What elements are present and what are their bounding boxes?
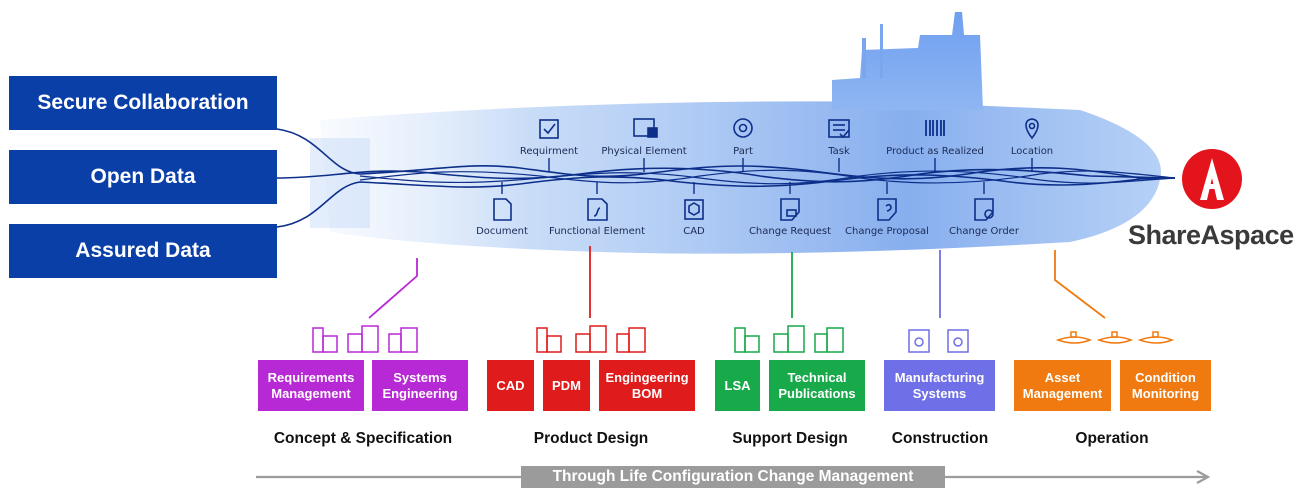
box-systems-engineering: Systems Engineering [372, 360, 468, 411]
hull-item-requirement: Requirment [519, 146, 579, 157]
stage-title-concept: Concept & Specification [273, 430, 453, 447]
function-document-icon [587, 198, 608, 221]
gear-icon [733, 118, 753, 138]
submarine-mast [880, 24, 883, 78]
change-proposal-icon [877, 198, 897, 221]
data-threads [276, 128, 1176, 228]
box-manufacturing-systems: Manufacturing Systems [884, 360, 995, 411]
stage-title-construction: Construction [891, 430, 989, 447]
cad-cube-icon [684, 199, 704, 220]
submarine-icon [1055, 331, 1175, 344]
hull-item-functional-element: Functional Element [548, 226, 646, 237]
box-condition-monitoring: Condition Monitoring [1120, 360, 1211, 411]
submarine-stern [310, 138, 370, 228]
physical-element-icon [633, 118, 658, 138]
checklist-icon [828, 119, 850, 139]
box-technical-publications: Technical Publications [769, 360, 865, 411]
hull-item-location: Location [1010, 146, 1054, 157]
icon-connectors [501, 158, 1033, 194]
stage-title-product-design: Product Design [533, 430, 649, 447]
change-request-icon [780, 198, 800, 221]
location-pin-icon [1025, 118, 1039, 140]
stage-title-support-design: Support Design [732, 430, 848, 447]
hull-item-physical-element: Physical Element [601, 146, 687, 157]
hull-item-document: Document [476, 226, 528, 237]
hull-item-task: Task [828, 146, 850, 157]
stage-connectors [368, 246, 1106, 319]
shareaspace-logo-text: ShareAspace [1128, 220, 1294, 250]
barcode-icon [925, 120, 945, 136]
building-icon [734, 325, 844, 353]
hull-item-change-order: Change Order [949, 226, 1019, 237]
checkbox-icon [539, 119, 559, 139]
hull-item-change-request: Change Request [748, 226, 832, 237]
box-cad: CAD [487, 360, 534, 411]
document-icon [493, 198, 512, 221]
hull-item-change-proposal: Change Proposal [845, 226, 929, 237]
pillar-assured-data: Assured Data [9, 224, 277, 278]
shareaspace-a-logo-icon [1182, 149, 1242, 209]
factory-robot-icon [908, 329, 969, 353]
building-icon [536, 325, 646, 353]
change-order-icon [974, 198, 994, 221]
hull-item-part: Part [733, 146, 753, 157]
hull-item-cad: CAD [683, 226, 705, 237]
submarine-tower [832, 12, 983, 110]
building-icon [312, 325, 418, 353]
box-pdm: PDM [543, 360, 590, 411]
lifecycle-banner: Through Life Configuration Change Manage… [521, 466, 945, 488]
box-asset-management: Asset Management [1014, 360, 1111, 411]
pillar-open-data: Open Data [9, 150, 277, 204]
pillar-secure-collaboration: Secure Collaboration [9, 76, 277, 130]
submarine-mast [862, 38, 866, 78]
box-requirements-management: Requirements Management [258, 360, 364, 411]
hull-item-product-as-realized: Product as Realized [886, 146, 984, 157]
box-lsa: LSA [715, 360, 760, 411]
box-engineering-bom: Engingeering BOM [599, 360, 695, 411]
submarine-hull [320, 101, 1161, 254]
stage-title-operation: Operation [1075, 430, 1149, 447]
